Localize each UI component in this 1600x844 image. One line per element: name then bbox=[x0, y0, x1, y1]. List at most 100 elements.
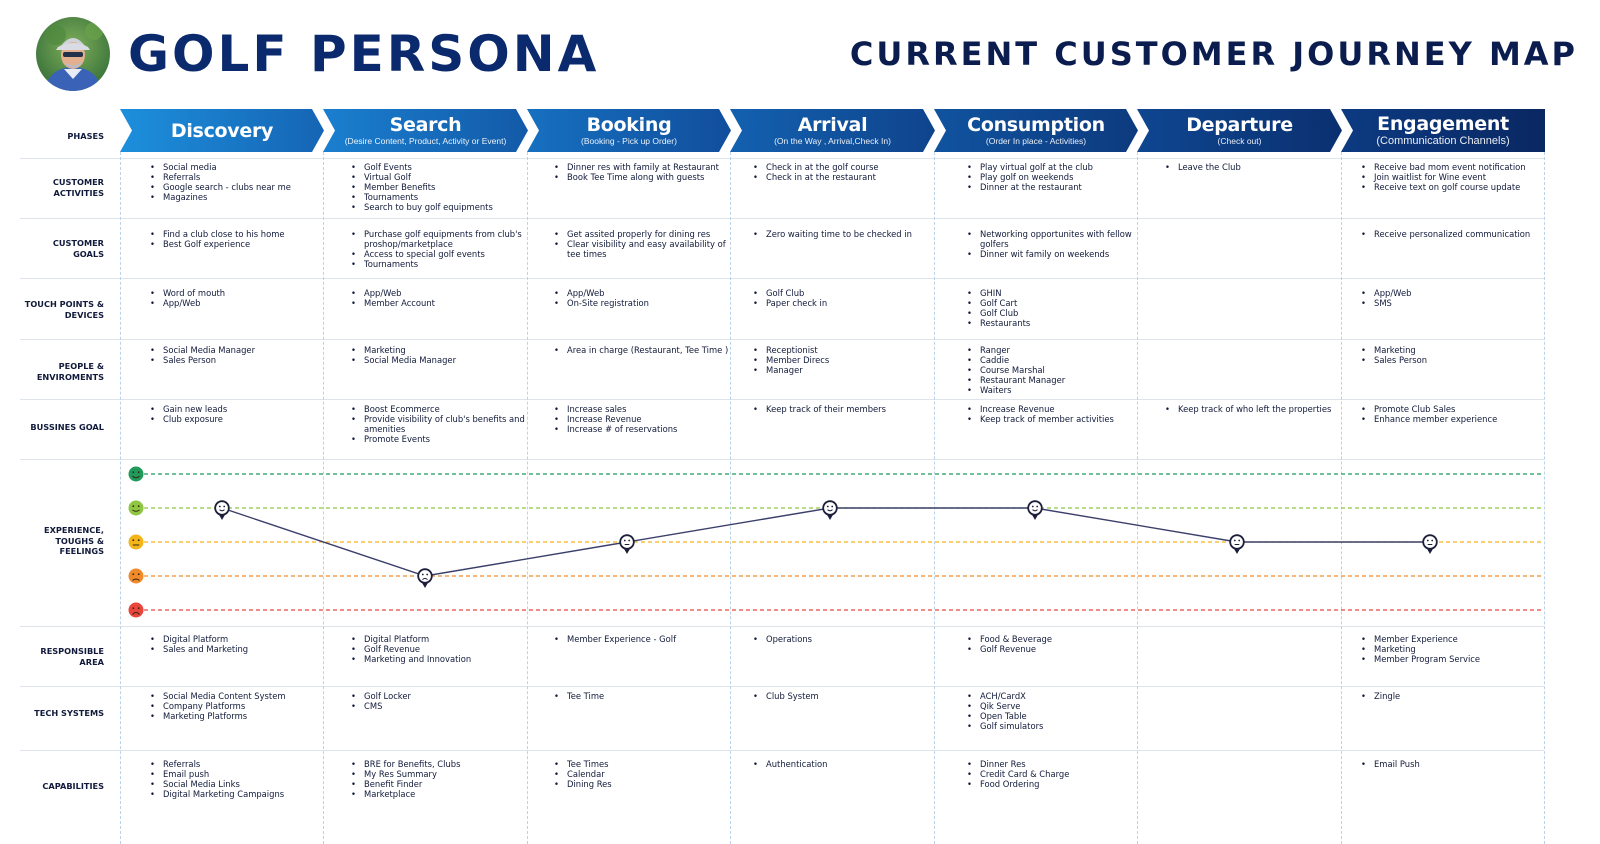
cell-people: ReceptionistMember DirecsManager bbox=[751, 345, 933, 375]
list-item: Sales and Marketing bbox=[148, 644, 330, 654]
column-divider bbox=[1544, 152, 1545, 844]
phase-arrival: Arrival (On the Way , Arrival,Check In) bbox=[730, 109, 935, 152]
cell-touch-points: Golf ClubPaper check in bbox=[751, 288, 933, 308]
list-item: Manager bbox=[751, 365, 933, 375]
journey-point-arrival bbox=[822, 500, 838, 520]
list-item: Member Account bbox=[349, 298, 531, 308]
cell-capabilities: ReferralsEmail pushSocial Media LinksDig… bbox=[148, 759, 330, 799]
cell-business-goal: Boost EcommerceProvide visibility of clu… bbox=[349, 404, 531, 444]
list-item: Food & Beverage bbox=[965, 634, 1147, 644]
column-divider bbox=[323, 152, 324, 844]
row-divider bbox=[20, 686, 1544, 687]
list-item: Digital Marketing Campaigns bbox=[148, 789, 330, 799]
cell-responsible-area: Operations bbox=[751, 634, 933, 644]
cell-capabilities: Email Push bbox=[1359, 759, 1541, 769]
cell-tech-systems: Club System bbox=[751, 691, 933, 701]
cell-touch-points: App/WebOn-Site registration bbox=[552, 288, 734, 308]
list-item: Check in at the restaurant bbox=[751, 172, 933, 182]
phase-subtitle: (Desire Content, Product, Activity or Ev… bbox=[344, 136, 507, 146]
list-item: Golf Revenue bbox=[349, 644, 531, 654]
list-item: Receive text on golf course update bbox=[1359, 182, 1541, 192]
cell-people: Area in charge (Restaurant, Tee Time ) bbox=[552, 345, 734, 355]
list-item: Networking opportunites with fellow golf… bbox=[965, 229, 1147, 249]
list-item: Virtual Golf bbox=[349, 172, 531, 182]
cell-people: MarketingSales Person bbox=[1359, 345, 1541, 365]
list-item: Provide visibility of club's benefits an… bbox=[349, 414, 531, 434]
column-divider bbox=[120, 152, 121, 844]
list-item: Marketing Platforms bbox=[148, 711, 330, 721]
cell-touch-points: GHINGolf CartGolf ClubRestaurants bbox=[965, 288, 1147, 328]
journey-point-booking bbox=[619, 534, 635, 554]
cell-customer-activities: Check in at the golf courseCheck in at t… bbox=[751, 162, 933, 182]
list-item: Promote Events bbox=[349, 434, 531, 444]
list-item: Marketplace bbox=[349, 789, 531, 799]
cell-tech-systems: Golf LockerCMS bbox=[349, 691, 531, 711]
list-item: Book Tee Time along with guests bbox=[552, 172, 734, 182]
row-divider bbox=[20, 158, 1544, 159]
list-item: Keep track of member activities bbox=[965, 414, 1147, 424]
list-item: Dining Res bbox=[552, 779, 734, 789]
cell-business-goal: Promote Club SalesEnhance member experie… bbox=[1359, 404, 1541, 424]
cell-customer-activities: Dinner res with family at RestaurantBook… bbox=[552, 162, 734, 182]
list-item: Marketing and Innovation bbox=[349, 654, 531, 664]
list-item: Benefit Finder bbox=[349, 779, 531, 789]
list-item: Referrals bbox=[148, 172, 330, 182]
list-item: Member Benefits bbox=[349, 182, 531, 192]
list-item: Credit Card & Charge bbox=[965, 769, 1147, 779]
list-item: Tournaments bbox=[349, 192, 531, 202]
map-title: CURRENT CUSTOMER JOURNEY MAP bbox=[849, 35, 1578, 73]
cell-customer-activities: Social mediaReferralsGoogle search - clu… bbox=[148, 162, 330, 202]
cell-customer-goals: Networking opportunites with fellow golf… bbox=[965, 229, 1147, 259]
list-item: Marketing bbox=[1359, 345, 1541, 355]
phase-booking: Booking (Booking - Pick up Order) bbox=[527, 109, 731, 152]
cell-people: Social Media ManagerSales Person bbox=[148, 345, 330, 365]
cell-touch-points: App/WebSMS bbox=[1359, 288, 1541, 308]
list-item: Calendar bbox=[552, 769, 734, 779]
row-divider bbox=[20, 750, 1544, 751]
journey-point-search bbox=[417, 568, 433, 588]
phase-name: Departure bbox=[1186, 114, 1293, 136]
cell-capabilities: BRE for Benefits, ClubsMy Res SummaryBen… bbox=[349, 759, 531, 799]
list-item: Search to buy golf equipments bbox=[349, 202, 531, 212]
cell-customer-activities: Leave the Club bbox=[1163, 162, 1345, 172]
list-item: Authentication bbox=[751, 759, 933, 769]
list-item: Increase Revenue bbox=[552, 414, 734, 424]
cell-tech-systems: Zingle bbox=[1359, 691, 1541, 701]
row-divider bbox=[20, 399, 1544, 400]
column-divider bbox=[527, 152, 528, 844]
list-item: BRE for Benefits, Clubs bbox=[349, 759, 531, 769]
list-item: Marketing bbox=[349, 345, 531, 355]
list-item: Increase sales bbox=[552, 404, 734, 414]
neutral-face-icon bbox=[128, 534, 144, 550]
cell-responsible-area: Food & BeverageGolf Revenue bbox=[965, 634, 1147, 654]
list-item: Play virtual golf at the club bbox=[965, 162, 1147, 172]
journey-point-engagement bbox=[1422, 534, 1438, 554]
list-item: Enhance member experience bbox=[1359, 414, 1541, 424]
cell-tech-systems: Social Media Content SystemCompany Platf… bbox=[148, 691, 330, 721]
phase-name: Engagement bbox=[1377, 113, 1509, 135]
row-divider bbox=[20, 459, 1544, 460]
cell-customer-goals: Find a club close to his homeBest Golf e… bbox=[148, 229, 330, 249]
list-item: Golf Revenue bbox=[965, 644, 1147, 654]
list-item: Promote Club Sales bbox=[1359, 404, 1541, 414]
cell-tech-systems: ACH/CardXQik ServeOpen TableGolf simulat… bbox=[965, 691, 1147, 731]
list-item: App/Web bbox=[148, 298, 330, 308]
list-item: Google search - clubs near me bbox=[148, 182, 330, 192]
row-label-phases: PHASES bbox=[67, 131, 104, 141]
row-label-customer-activities: CUSTOMER ACTIVITIES bbox=[52, 177, 104, 198]
cell-responsible-area: Digital PlatformSales and Marketing bbox=[148, 634, 330, 654]
cell-customer-activities: Receive bad mom event notificationJoin w… bbox=[1359, 162, 1541, 192]
persona-photo-icon bbox=[36, 17, 110, 91]
row-divider bbox=[20, 626, 1544, 627]
list-item: Social Media Content System bbox=[148, 691, 330, 701]
phase-subtitle: (Booking - Pick up Order) bbox=[581, 136, 677, 146]
list-item: App/Web bbox=[349, 288, 531, 298]
list-item: Email push bbox=[148, 769, 330, 779]
cell-touch-points: App/WebMember Account bbox=[349, 288, 531, 308]
list-item: Digital Platform bbox=[148, 634, 330, 644]
cell-capabilities: Tee TimesCalendarDining Res bbox=[552, 759, 734, 789]
column-divider bbox=[1137, 152, 1138, 844]
cell-responsible-area: Digital PlatformGolf RevenueMarketing an… bbox=[349, 634, 531, 664]
cell-people: MarketingSocial Media Manager bbox=[349, 345, 531, 365]
